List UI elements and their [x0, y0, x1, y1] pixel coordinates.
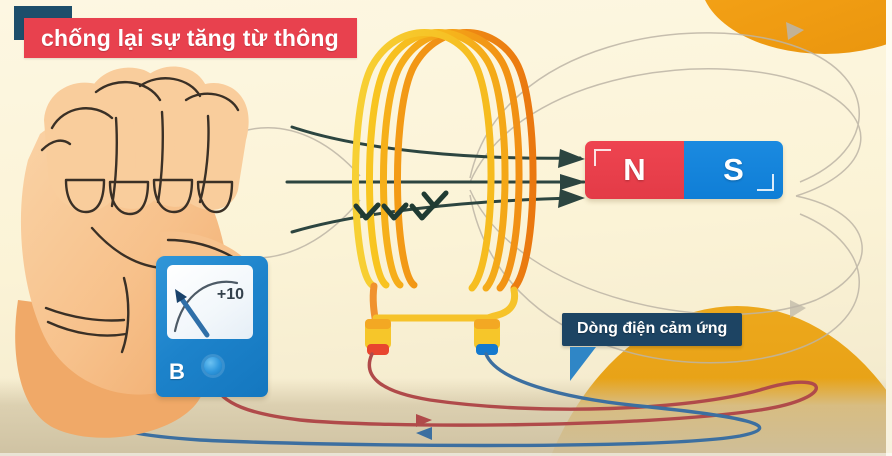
red-wire	[212, 352, 818, 427]
red-wire-arrow	[416, 414, 432, 427]
meter-dial	[173, 280, 239, 338]
blue-wire-arrow	[416, 427, 432, 440]
left-connector	[365, 319, 391, 355]
meter-terminal-port[interactable]	[204, 357, 222, 375]
induced-current-callout: Dòng điện cảm ứng	[562, 313, 743, 381]
canvas-bottom-edge	[0, 453, 892, 456]
magnet-corner-bracket-bottom-right	[757, 174, 774, 191]
meter-reading: +10	[216, 286, 244, 303]
meter-terminal-label: B	[169, 359, 185, 384]
bar-magnet[interactable]: N S	[585, 141, 783, 199]
magnet-north-label: N	[623, 152, 646, 187]
magnet-north-pole: N	[585, 141, 684, 199]
meter-face: +10	[167, 265, 253, 339]
callout-box: Dòng điện cảm ứng	[562, 313, 743, 346]
blue-wire	[102, 352, 762, 448]
callout-text: Dòng điện cảm ứng	[577, 320, 728, 337]
galvanometer[interactable]: +10 B	[156, 256, 268, 397]
canvas-right-edge	[886, 0, 892, 456]
callout-pointer	[570, 347, 596, 381]
magnet-south-label: S	[723, 152, 744, 187]
right-connector	[474, 319, 500, 355]
magnet-corner-bracket-top-left	[594, 149, 611, 166]
title-banner: chống lại sự tăng từ thông	[24, 18, 357, 58]
magnet-south-pole: S	[684, 141, 783, 199]
title-text: chống lại sự tăng từ thông	[41, 24, 339, 51]
